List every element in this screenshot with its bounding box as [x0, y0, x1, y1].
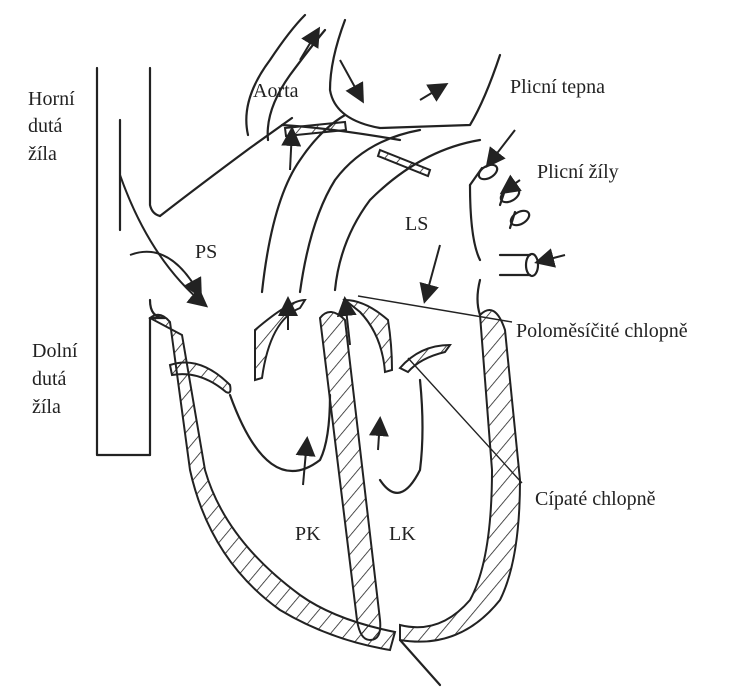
- label-cipate-chlopne: Cípaté chlopně: [535, 488, 656, 510]
- label-dolni-3: žíla: [32, 396, 61, 418]
- label-ps: PS: [195, 241, 217, 263]
- label-aorta: Aorta: [253, 80, 299, 102]
- label-plicni-tepna: Plicní tepna: [510, 76, 605, 98]
- label-polomesicite-chlopne: Poloměsíčité chlopně: [516, 320, 688, 342]
- septum: [320, 312, 380, 640]
- label-horni-3: žíla: [28, 143, 57, 165]
- label-dolni-2: dutá: [32, 368, 67, 390]
- aorta-vessel: [246, 15, 500, 292]
- label-lk: LK: [389, 523, 416, 545]
- pulmonary-veins: [470, 162, 538, 315]
- label-dolni-1: Dolní: [32, 340, 78, 362]
- label-pk: PK: [295, 523, 321, 545]
- label-horni-1: Horní: [28, 88, 75, 110]
- label-ls: LS: [405, 213, 428, 235]
- label-horni-2: dutá: [28, 115, 63, 137]
- label-plicni-zily: Plicní žíly: [537, 161, 619, 183]
